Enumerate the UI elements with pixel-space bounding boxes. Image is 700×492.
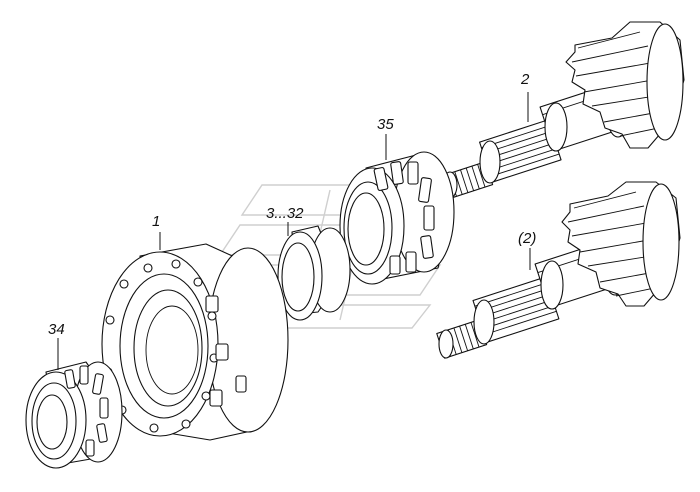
leader-lines (57, 92, 531, 370)
callout-2: 2 (521, 71, 530, 88)
callout-2-alt: (2) (518, 230, 537, 247)
callout-3-32: 3...32 (266, 205, 304, 222)
callout-34: 34 (48, 321, 65, 338)
bearing-housing (101, 243, 289, 441)
spacer-ring (277, 225, 351, 321)
pinion-shaft-upper (442, 21, 685, 199)
callout-1: 1 (152, 213, 161, 230)
callout-35: 35 (377, 116, 394, 133)
tapered-bearing-small (25, 361, 123, 469)
pinion-shaft-lower (436, 181, 681, 359)
tapered-bearing-large (339, 151, 455, 285)
